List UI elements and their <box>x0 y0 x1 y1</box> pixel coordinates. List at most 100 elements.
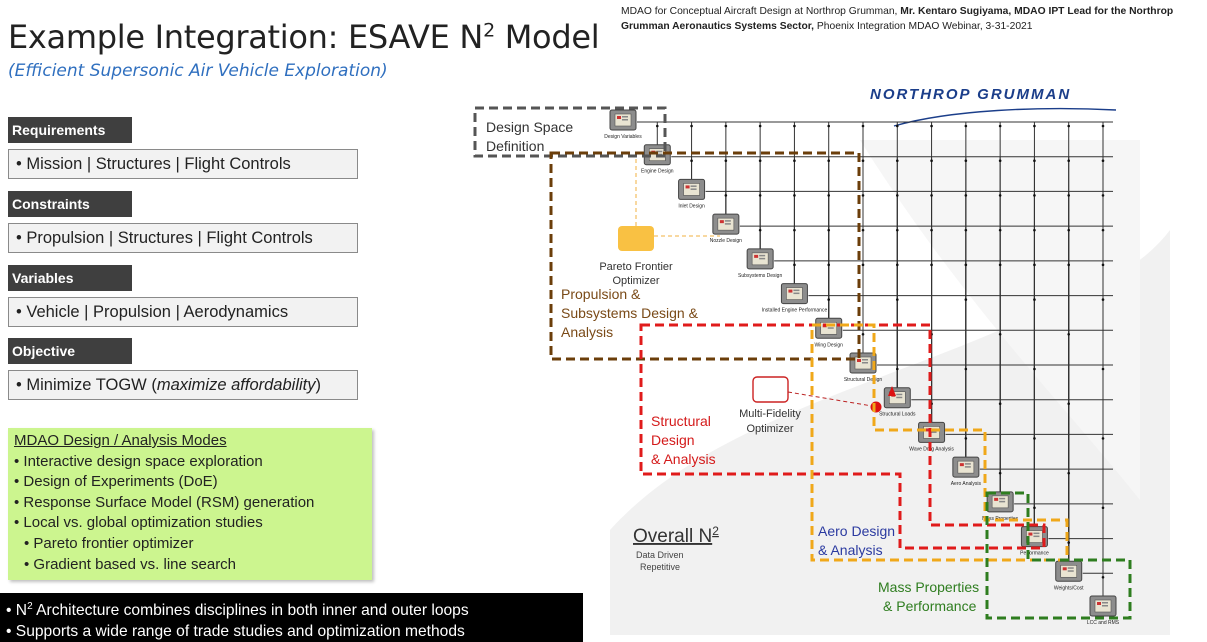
wire-junction <box>1101 298 1105 301</box>
wire-junction <box>998 263 1002 267</box>
wire-junction <box>930 159 933 163</box>
wire-junction <box>724 194 728 197</box>
wire-junction <box>861 159 865 163</box>
wire-junction <box>998 402 1002 406</box>
wire-junction <box>930 228 933 232</box>
wire-junction <box>1101 194 1105 197</box>
mass-label-2: & Performance <box>883 598 977 614</box>
wire-junction <box>895 159 899 163</box>
wire-junction <box>1101 159 1105 163</box>
page-title: Example Integration: ESAVE N2 Model <box>8 18 600 56</box>
wire-junction <box>827 298 831 301</box>
pareto-label-2: Optimizer <box>612 275 659 287</box>
modes-subitem: • Gradient based vs. line search <box>24 555 237 573</box>
wire-junction <box>964 263 968 267</box>
wire-junction <box>793 159 796 163</box>
wire-junction <box>827 263 831 267</box>
wire-junction <box>964 437 968 440</box>
wire-junction <box>930 194 933 197</box>
modes-item: • Response Surface Model (RSM) generatio… <box>14 493 315 511</box>
wire-junction <box>895 194 899 197</box>
wire-junction <box>861 124 865 128</box>
mf-junction-dot <box>870 401 882 413</box>
n2-node-label: Performance <box>1020 551 1049 557</box>
wire-junction <box>861 228 865 232</box>
objective-heading: Objective <box>8 338 132 364</box>
wire-junction <box>1101 367 1105 371</box>
overall-n2-label: Overall N2 <box>633 524 719 547</box>
wire-junction <box>998 124 1002 128</box>
structural-label-1: Structural <box>651 413 711 429</box>
requirements-heading: Requirements <box>8 117 132 143</box>
wire-junction <box>1067 124 1071 128</box>
n2-node-label: Weights/Cost <box>1054 585 1084 591</box>
wire-junction <box>690 124 693 128</box>
aero-box <box>810 323 1069 562</box>
wire-junction <box>930 263 933 267</box>
mass-box <box>985 491 1132 620</box>
wire-junction <box>964 298 968 301</box>
wire-junction <box>793 263 796 267</box>
n2-node-subsystems-design: Subsystems Design <box>738 248 782 279</box>
propulsion-box <box>549 151 861 361</box>
n2-node-inlet-design: Inlet Design <box>678 178 706 209</box>
wire-junction <box>1067 194 1071 197</box>
wire-junction <box>1033 194 1036 197</box>
structural-label-2: Design <box>651 432 695 448</box>
wire-junction <box>861 263 865 267</box>
wire-junction <box>964 159 968 163</box>
wire-junction <box>1033 437 1036 440</box>
modes-item: • Local vs. global optimization studies <box>14 514 263 532</box>
n2-node-label: Subsystems Design <box>738 273 782 279</box>
wire-junction <box>1101 506 1105 510</box>
wire-junction <box>1033 367 1036 371</box>
n2-node-lcc-and-rms: LCC and RMS <box>1087 595 1120 626</box>
wire-junction <box>1033 298 1036 301</box>
wire-junction <box>930 124 933 128</box>
constraints-content: • Propulsion | Structures | Flight Contr… <box>8 223 358 253</box>
wire-junction <box>1101 228 1105 232</box>
design-space-label-2: Definition <box>486 138 544 154</box>
modes-item: • Design of Experiments (DoE) <box>14 473 218 491</box>
wire-junction <box>1033 263 1036 267</box>
wire-junction <box>861 332 865 336</box>
wire-junction <box>1067 263 1071 267</box>
wire-junction <box>1067 541 1071 544</box>
constraints-heading: Constraints <box>8 191 132 217</box>
wire-junction <box>827 159 831 163</box>
wire-junction <box>964 124 968 128</box>
wire-junction <box>758 194 762 197</box>
logo-swoosh <box>893 107 1117 127</box>
propulsion-label-3: Analysis <box>561 324 613 340</box>
wire-junction <box>1101 124 1105 128</box>
wire-junction <box>1101 437 1105 440</box>
wire-junction <box>793 228 796 232</box>
n2-node-nozzle-design: Nozzle Design <box>710 213 742 244</box>
wire-junction <box>964 194 968 197</box>
wire-junction <box>793 124 796 128</box>
wire-junction <box>724 124 728 128</box>
aero-label-2: & Analysis <box>818 542 883 558</box>
mf-arrow <box>888 386 896 396</box>
n2-node-weights-cost: Weights/Cost <box>1054 560 1084 591</box>
wire-junction <box>895 124 899 128</box>
wire-junction <box>758 124 762 128</box>
variables-heading: Variables <box>8 265 132 291</box>
wire-junction <box>1033 228 1036 232</box>
wire-junction <box>998 159 1002 163</box>
mf-link <box>787 391 873 407</box>
wire-junction <box>1067 402 1071 406</box>
wire-junction <box>1033 124 1036 128</box>
modes-subitem: • Pareto frontier optimizer <box>24 534 194 552</box>
wire-junction <box>758 228 762 232</box>
footer-line-2: • Supports a wide range of trade studies… <box>6 623 465 641</box>
wire-junction <box>895 298 899 301</box>
mass-label-1: Mass Properties <box>878 579 979 595</box>
wire-junction <box>895 263 899 267</box>
wire-junction <box>964 228 968 232</box>
wire-junction <box>724 159 728 163</box>
propulsion-label-2: Subsystems Design & <box>561 305 699 321</box>
structural-label-3: & Analysis <box>651 451 716 467</box>
northrop-grumman-logo: NORTHROP GRUMMAN <box>870 86 1072 103</box>
n2-node-structural-loads: Structural Loads <box>879 387 916 418</box>
